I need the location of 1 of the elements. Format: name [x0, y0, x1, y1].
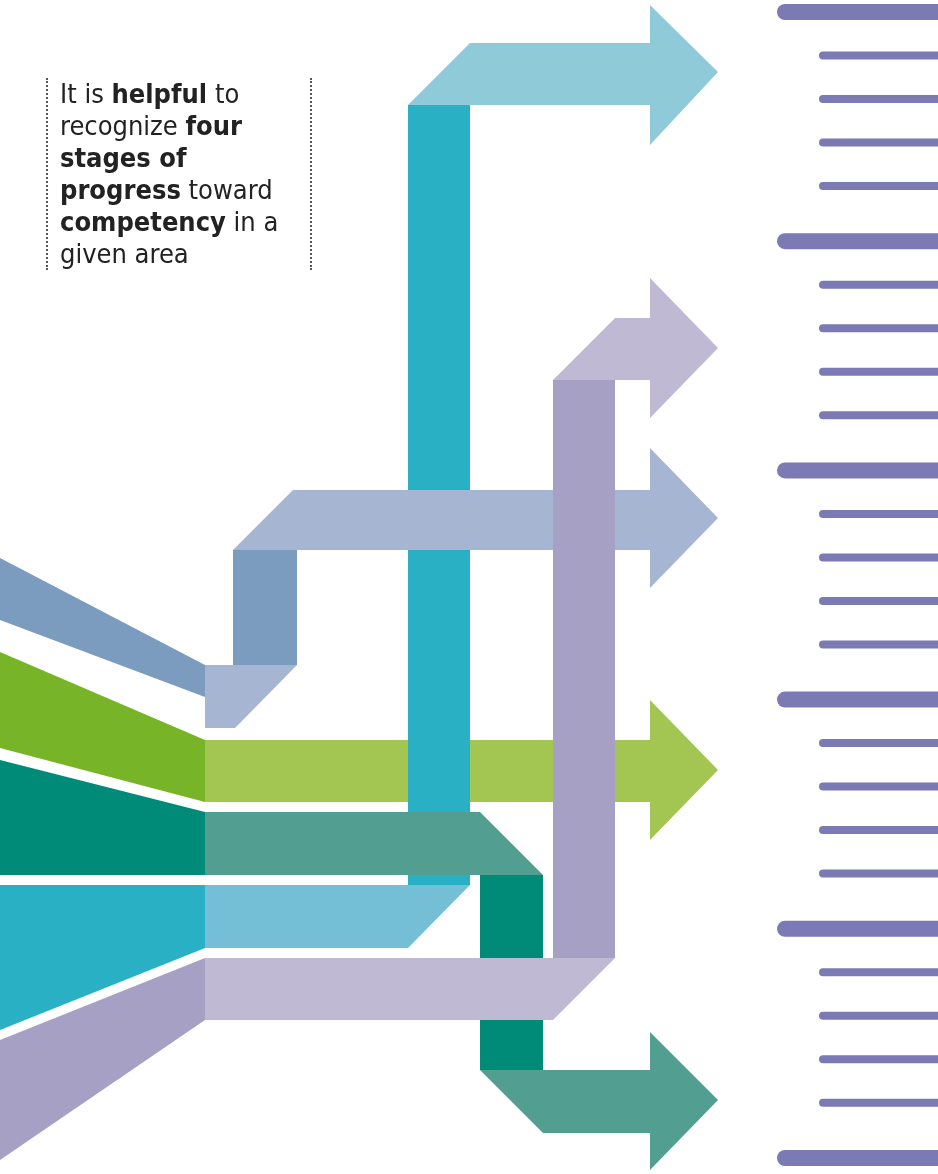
- intro-text: It is helpful to recognize four stages of progress toward competency in a given area: [46, 78, 312, 270]
